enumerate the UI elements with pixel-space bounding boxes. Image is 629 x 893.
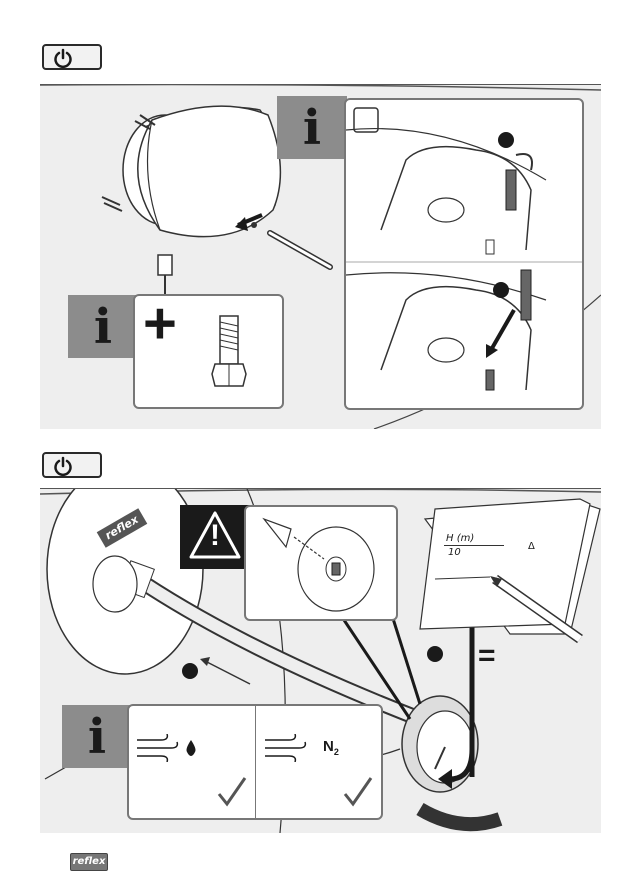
- air-flow-icon: [263, 734, 307, 762]
- power-icon: [52, 456, 74, 478]
- footer-logo: reflex: [70, 853, 108, 871]
- formula-numerator: H (m): [446, 533, 474, 544]
- info-block-2: i: [68, 295, 138, 358]
- info-block-3: i: [62, 705, 132, 768]
- gas-options-card: N2: [127, 704, 383, 820]
- nitrogen-symbol: N: [323, 738, 334, 755]
- valve-warning-card: [244, 505, 398, 621]
- instruction-panel-2: reflex H (m) 10 Δ = ! i: [40, 488, 601, 833]
- nitrogen-subscript: 2: [334, 747, 339, 757]
- valve-check-illustration: [246, 507, 396, 619]
- power-badge: [42, 44, 102, 70]
- formula-divider: [444, 545, 504, 546]
- plus-icon: +: [143, 290, 177, 357]
- checkmark-icon: [343, 776, 373, 808]
- info-block: i: [277, 96, 347, 159]
- checkmark-icon: [217, 776, 247, 808]
- warning-symbol: !: [180, 519, 250, 553]
- valve-detail-card: [344, 98, 584, 410]
- divider: [255, 706, 256, 818]
- adapter-card: +: [133, 294, 284, 409]
- adapter-fitting-icon: [210, 314, 250, 394]
- formula-denominator: 10: [448, 547, 461, 558]
- delta-symbol: Δ: [528, 541, 535, 552]
- nitrogen-label: N2: [323, 738, 339, 757]
- instruction-panel-1: i i +: [40, 84, 601, 429]
- equals-icon: =: [478, 641, 496, 671]
- info-icon: i: [277, 100, 347, 156]
- info-icon: i: [68, 299, 138, 355]
- warning-block: !: [180, 505, 250, 569]
- air-flow-icon: [135, 734, 179, 762]
- water-drop-icon: [185, 739, 197, 757]
- power-icon: [52, 48, 74, 70]
- power-badge: [42, 452, 102, 478]
- valve-detail-illustration: [346, 100, 582, 408]
- info-icon: i: [62, 709, 132, 765]
